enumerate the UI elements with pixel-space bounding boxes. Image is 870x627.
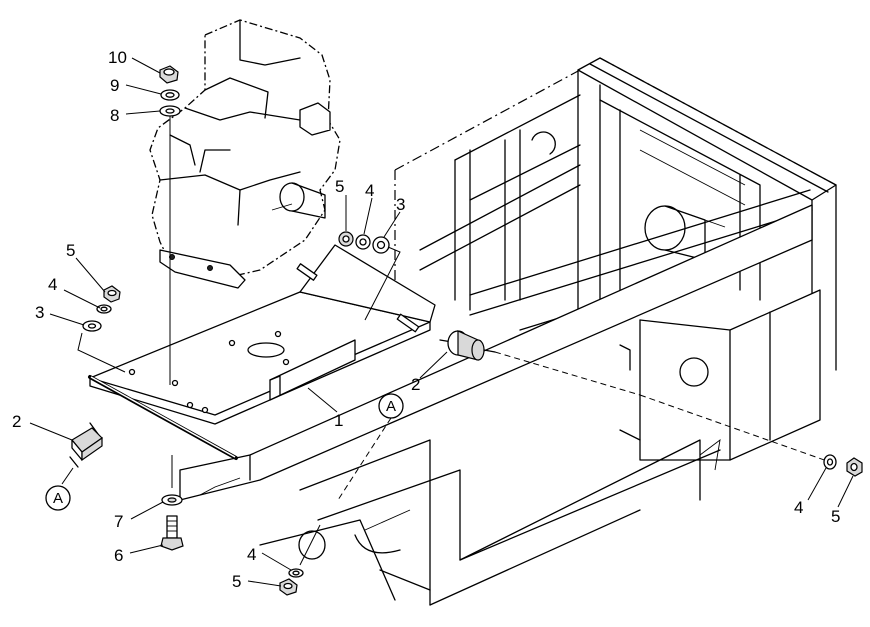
- reference-leader: [337, 417, 392, 501]
- callout-4-lower: 4: [247, 545, 256, 564]
- engine-assembly: [149, 19, 341, 289]
- reference-marker-middle: A: [378, 393, 404, 419]
- callout-7: 7: [114, 512, 123, 531]
- rubber-mount-middle: [439, 330, 831, 463]
- callout-3-upper: 3: [396, 195, 405, 214]
- callout-3-left: 3: [35, 303, 44, 322]
- reference-marker-left: A: [45, 485, 71, 511]
- engine-mount-plate: [88, 244, 436, 460]
- mount-hardware-lower: [279, 524, 321, 596]
- rubber-mount-left: [61, 422, 103, 485]
- callout-2-middle: 2: [411, 375, 420, 394]
- callout-5-right: 5: [831, 507, 840, 526]
- part-callout-labels: 10 9 8 5 4 3 5 4 3 2 2 1 7 6 4 5 4 5: [12, 48, 840, 591]
- mount-hardware-left: [77, 285, 126, 373]
- callout-1: 1: [334, 411, 343, 430]
- bolt-and-washer: [160, 455, 184, 551]
- mount-hardware-right: [823, 454, 863, 477]
- callout-8: 8: [110, 106, 119, 125]
- callout-4-upper: 4: [365, 181, 374, 200]
- callout-5-left: 5: [66, 241, 75, 260]
- callout-6: 6: [114, 546, 123, 565]
- callout-5-upper: 5: [335, 177, 344, 196]
- callout-2-left: 2: [12, 412, 21, 431]
- callout-4-right: 4: [794, 498, 803, 517]
- callout-5-lower: 5: [232, 572, 241, 591]
- mount-hardware-upper: [338, 231, 401, 321]
- callout-4-left: 4: [48, 275, 57, 294]
- reference-a-left: A: [53, 490, 63, 507]
- callout-10: 10: [108, 48, 127, 67]
- callout-9: 9: [110, 76, 119, 95]
- callout-leaders: [29, 57, 854, 587]
- reference-a-middle: A: [386, 398, 396, 415]
